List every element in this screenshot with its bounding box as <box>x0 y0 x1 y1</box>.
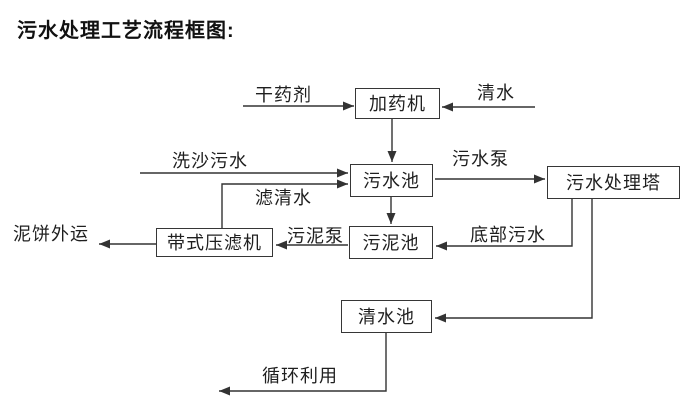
edge-label-clear-water: 清水 <box>477 83 515 103</box>
edge-label-filtered-water: 滤清水 <box>255 188 312 208</box>
node-clear-water-pool: 清水池 <box>341 300 432 333</box>
edge-label-sand-washing-sewage: 洗沙污水 <box>172 151 248 171</box>
edge-filtered-water-press-to-sewage-pool <box>221 179 348 228</box>
node-dosing-machine: 加药机 <box>355 88 440 119</box>
node-sewage-treatment-tower: 污水处理塔 <box>547 166 680 199</box>
node-sludge-pool: 污泥池 <box>349 226 433 259</box>
edge-label-sewage-pump: 污水泵 <box>452 149 509 169</box>
edge-label-dry-agent: 干药剂 <box>255 85 312 105</box>
edge-label-recycle-reuse: 循环利用 <box>262 366 338 386</box>
edge-label-mud-cake-outbound: 泥饼外运 <box>13 224 89 244</box>
node-sewage-pool: 污水池 <box>350 164 433 197</box>
edge-label-bottom-sewage: 底部污水 <box>470 225 546 245</box>
diagram-title: 污水处理工艺流程框图: <box>17 20 235 42</box>
node-belt-filter-press: 带式压滤机 <box>156 228 273 257</box>
edge-tower-to-clear-water-pool <box>435 199 593 323</box>
edge-bottom-sewage-tower-to-sludge-pool <box>436 199 573 251</box>
edge-clear-water-pool-to-recycle <box>219 333 387 396</box>
edge-label-sludge-pump: 污泥泵 <box>287 226 344 246</box>
